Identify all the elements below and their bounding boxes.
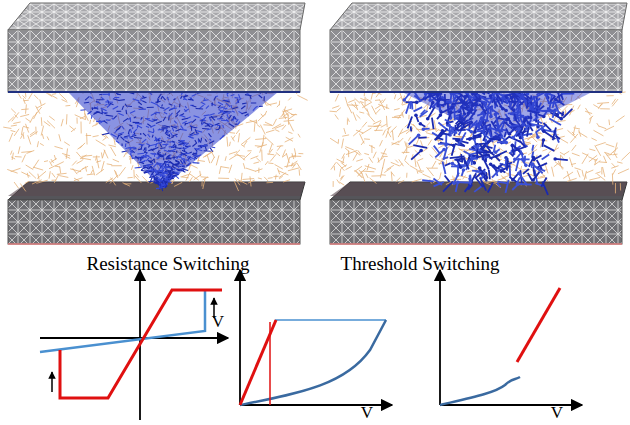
iv-plot: [240, 270, 392, 405]
iv-plot: [440, 270, 582, 405]
iv-plot: [40, 270, 228, 420]
panel-title: Resistance Switching: [86, 254, 249, 275]
panel-title: Threshold Switching: [341, 254, 500, 275]
device-illustration: [330, 3, 630, 244]
axis-label: V: [551, 404, 563, 423]
device-illustration: [3, 3, 307, 244]
axis-label: V: [212, 313, 224, 332]
axis-label: V: [361, 404, 373, 423]
